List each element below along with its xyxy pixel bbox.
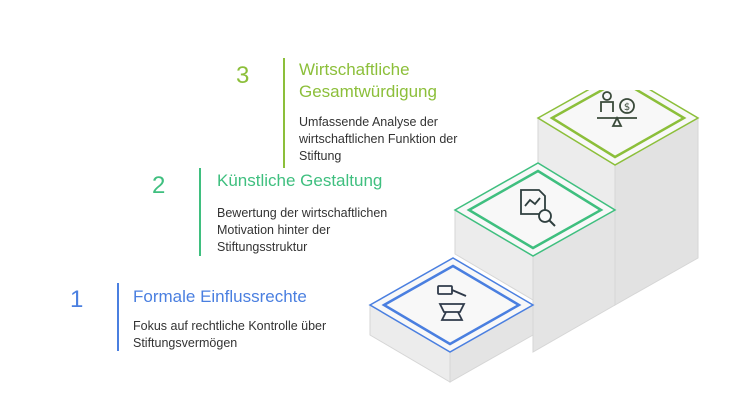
step-3-number: 3	[236, 62, 250, 89]
step-3-title: Wirtschaftliche Gesamtwürdigung	[299, 59, 437, 103]
person-scale-money-icon: $	[597, 91, 637, 127]
step-1-number: 1	[70, 286, 84, 313]
gavel-icon	[437, 285, 467, 321]
step-3-accent-bar	[283, 58, 285, 168]
step-3-title-line-1: Wirtschaftliche	[299, 60, 410, 79]
step-2-desc-line-2: Motivation hinter der	[217, 223, 331, 237]
step-3-description: Umfassende Analyse der wirtschaftlichen …	[299, 114, 457, 165]
step-2-desc-line-1: Bewertung der wirtschaftlichen	[217, 206, 388, 220]
step-1-description: Fokus auf rechtliche Kontrolle über Stif…	[133, 318, 326, 352]
chart-search-icon	[520, 189, 556, 227]
step-3-desc-line-1: Umfassende Analyse der	[299, 115, 438, 129]
step-2-title: Künstliche Gestaltung	[217, 171, 383, 190]
step-2-description: Bewertung der wirtschaftlichen Motivatio…	[217, 205, 387, 256]
step-1-desc-line-1: Fokus auf rechtliche Kontrolle über	[133, 319, 327, 333]
step-3-desc-line-3: Stiftung	[299, 149, 342, 163]
stair-2-top	[453, 162, 617, 257]
staircase-illustration: $	[368, 90, 700, 383]
stair-1-top	[368, 257, 535, 353]
stair-walls	[369, 117, 699, 383]
step-1-accent-bar	[117, 283, 119, 351]
step-3-title-line-2: Gesamtwürdigung	[299, 82, 437, 101]
step-1-title: Formale Einflussrechte	[133, 287, 307, 306]
step-3-desc-line-2: wirtschaftlichen Funktion der	[299, 132, 458, 146]
stair-3-top: $	[536, 90, 700, 166]
svg-text:$: $	[624, 102, 630, 113]
step-2-accent-bar	[199, 168, 201, 256]
step-1-desc-line-2: Stiftungsvermögen	[133, 336, 238, 350]
step-2-number: 2	[152, 172, 166, 199]
step-2-desc-line-3: Stiftungsstruktur	[217, 240, 308, 254]
